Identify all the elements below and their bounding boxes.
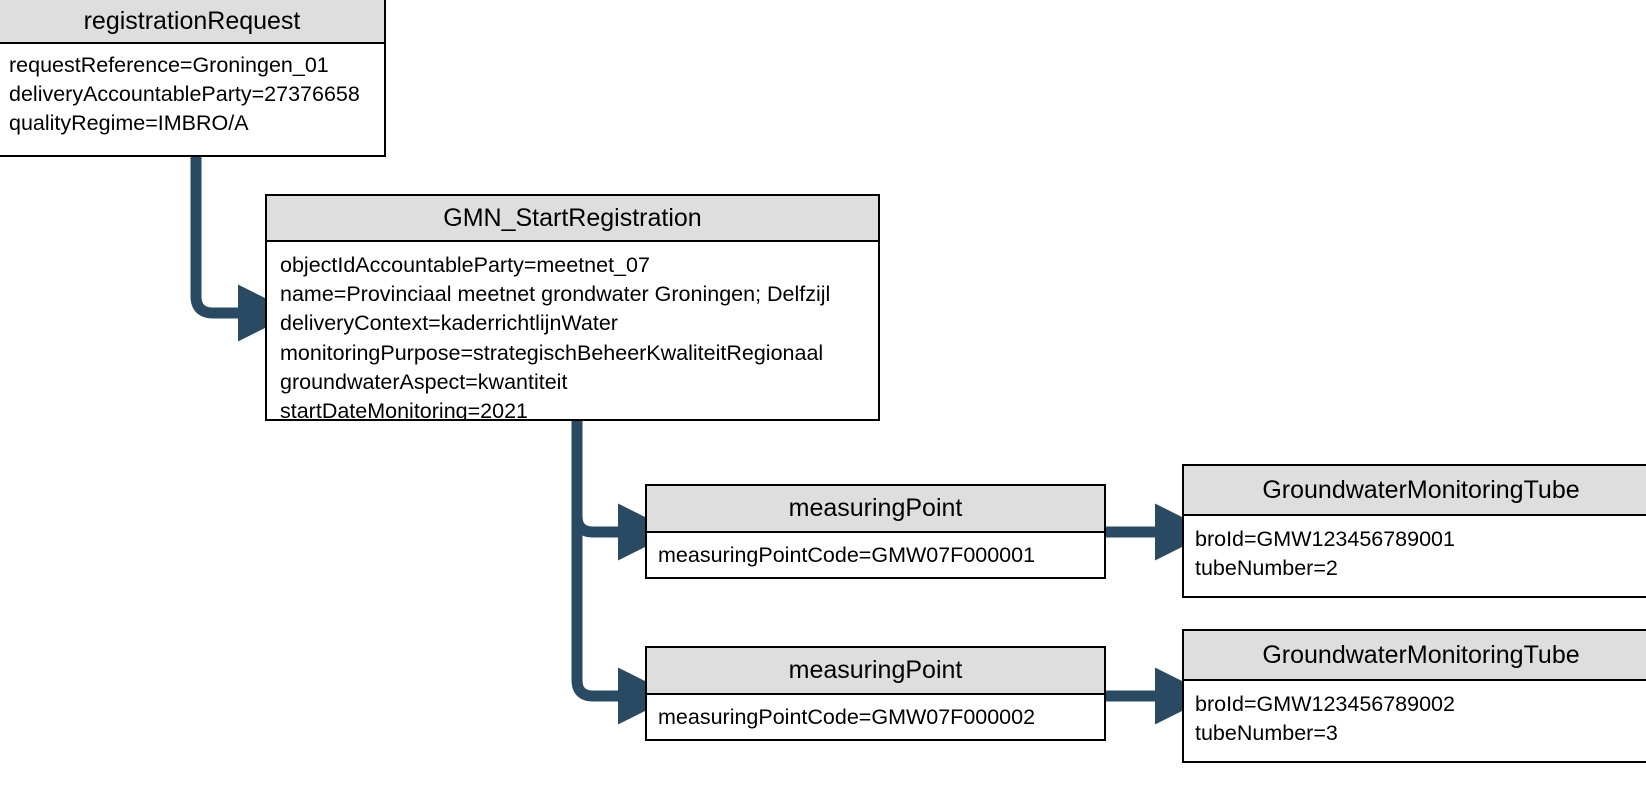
attribute-line: tubeNumber=3 [1195, 721, 1338, 746]
object-box-attributes-registration-request: requestReference=Groningen_01 deliveryAc… [0, 44, 384, 145]
object-box-attributes-measuring-point-1: measuringPointCode=GMW07F000001 [647, 533, 1104, 576]
object-box-measuring-point-2[interactable]: measuringPoint measuringPointCode=GMW07F… [645, 646, 1106, 741]
attribute-line: measuringPointCode=GMW07F000002 [658, 705, 1036, 729]
attribute-line: tubeNumber=2 [1195, 556, 1338, 581]
attribute-line: deliveryAccountableParty=27376658 [9, 82, 360, 107]
attribute-line: broId=GMW123456789001 [1195, 527, 1455, 551]
object-box-measuring-point-1[interactable]: measuringPoint measuringPointCode=GMW07F… [645, 484, 1106, 579]
attribute-line: requestReference=Groningen_01 [9, 53, 329, 77]
connector-registration-request-to-gmn-start-registration [190, 157, 295, 342]
attribute-line: startDateMonitoring=2021 [280, 399, 528, 421]
object-box-gmn-start-registration[interactable]: GMN_StartRegistration objectIdAccountabl… [265, 194, 880, 421]
object-box-attributes-groundwater-monitoring-tube-2: broId=GMW123456789002 tubeNumber=3 [1184, 681, 1646, 754]
object-box-groundwater-monitoring-tube-2[interactable]: GroundwaterMonitoringTube broId=GMW12345… [1182, 629, 1646, 763]
object-box-attributes-measuring-point-2: measuringPointCode=GMW07F000002 [647, 695, 1104, 738]
connector-gmn-start-registration-to-measuring-point-1 [571, 421, 675, 561]
object-box-groundwater-monitoring-tube-1[interactable]: GroundwaterMonitoringTube broId=GMW12345… [1182, 464, 1646, 598]
attribute-line: measuringPointCode=GMW07F000001 [658, 543, 1036, 567]
object-box-title-measuring-point-2: measuringPoint [647, 648, 1104, 695]
object-box-title-measuring-point-1: measuringPoint [647, 486, 1104, 533]
attribute-line: broId=GMW123456789002 [1195, 692, 1455, 716]
attribute-line: name=Provinciaal meetnet grondwater Gron… [280, 282, 831, 307]
object-box-attributes-gmn-start-registration: objectIdAccountableParty=meetnet_07 name… [267, 242, 878, 421]
object-box-title-registration-request: registrationRequest [0, 0, 384, 44]
attribute-line: deliveryContext=kaderrichtlijnWater [280, 311, 618, 336]
object-box-title-gmn-start-registration: GMN_StartRegistration [267, 196, 878, 242]
attribute-line: objectIdAccountableParty=meetnet_07 [280, 253, 650, 277]
object-box-title-groundwater-monitoring-tube-2: GroundwaterMonitoringTube [1184, 631, 1646, 681]
object-box-attributes-groundwater-monitoring-tube-1: broId=GMW123456789001 tubeNumber=2 [1184, 516, 1646, 589]
attribute-line: monitoringPurpose=strategischBeheerKwali… [280, 340, 824, 365]
attribute-line: qualityRegime=IMBRO/A [9, 111, 249, 136]
attribute-line: groundwaterAspect=kwantiteit [280, 369, 568, 394]
object-box-registration-request[interactable]: registrationRequest requestReference=Gro… [0, 0, 386, 157]
object-box-title-groundwater-monitoring-tube-1: GroundwaterMonitoringTube [1184, 466, 1646, 516]
connector-gmn-start-registration-to-measuring-point-2 [571, 421, 675, 725]
